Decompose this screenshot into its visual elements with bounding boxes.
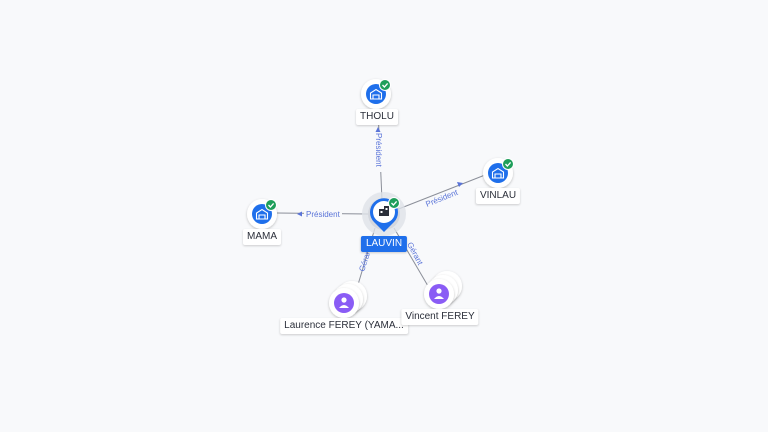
building-icon: [369, 88, 383, 100]
verified-check-icon: [502, 158, 514, 170]
node-mama[interactable]: [247, 199, 277, 229]
node-label-mama[interactable]: MAMA: [243, 229, 281, 245]
node-vincent[interactable]: [424, 271, 462, 309]
verified-check-icon: [388, 197, 400, 209]
node-label-lauvin[interactable]: LAUVIN: [360, 236, 408, 252]
node-label-vincent[interactable]: Vincent FEREY: [401, 309, 479, 325]
edge-label-tholu: Président: [374, 133, 383, 168]
edge-label-vinlau: Président: [424, 188, 459, 209]
building-icon: [491, 167, 505, 179]
verified-check-icon: [265, 199, 277, 211]
edge-vinlau-arrow: [457, 182, 463, 187]
verified-check-icon: [379, 79, 391, 91]
edge-label-vincent: Gérant: [405, 241, 425, 268]
building-icon: [255, 208, 269, 220]
node-tholu[interactable]: [361, 79, 391, 109]
edge-labels: Président Président Président Gérant Gér…: [304, 132, 460, 273]
edge-tholu-arrow: [375, 127, 381, 132]
node-vinlau[interactable]: [483, 158, 514, 188]
node-label-tholu[interactable]: THOLU: [356, 109, 398, 125]
node-label-vinlau[interactable]: VINLAU: [475, 188, 521, 204]
edge-mama-arrow: [297, 211, 302, 217]
building-icon: [379, 206, 389, 216]
edge-vinlau: [395, 174, 486, 211]
node-laurence[interactable]: [329, 281, 367, 318]
edge-label-mama: Président: [306, 210, 341, 219]
node-lauvin[interactable]: [362, 192, 406, 236]
person-icon: [339, 297, 349, 308]
person-icon: [434, 288, 444, 299]
node-label-laurence[interactable]: Laurence FEREY (YAMA...: [280, 318, 408, 334]
